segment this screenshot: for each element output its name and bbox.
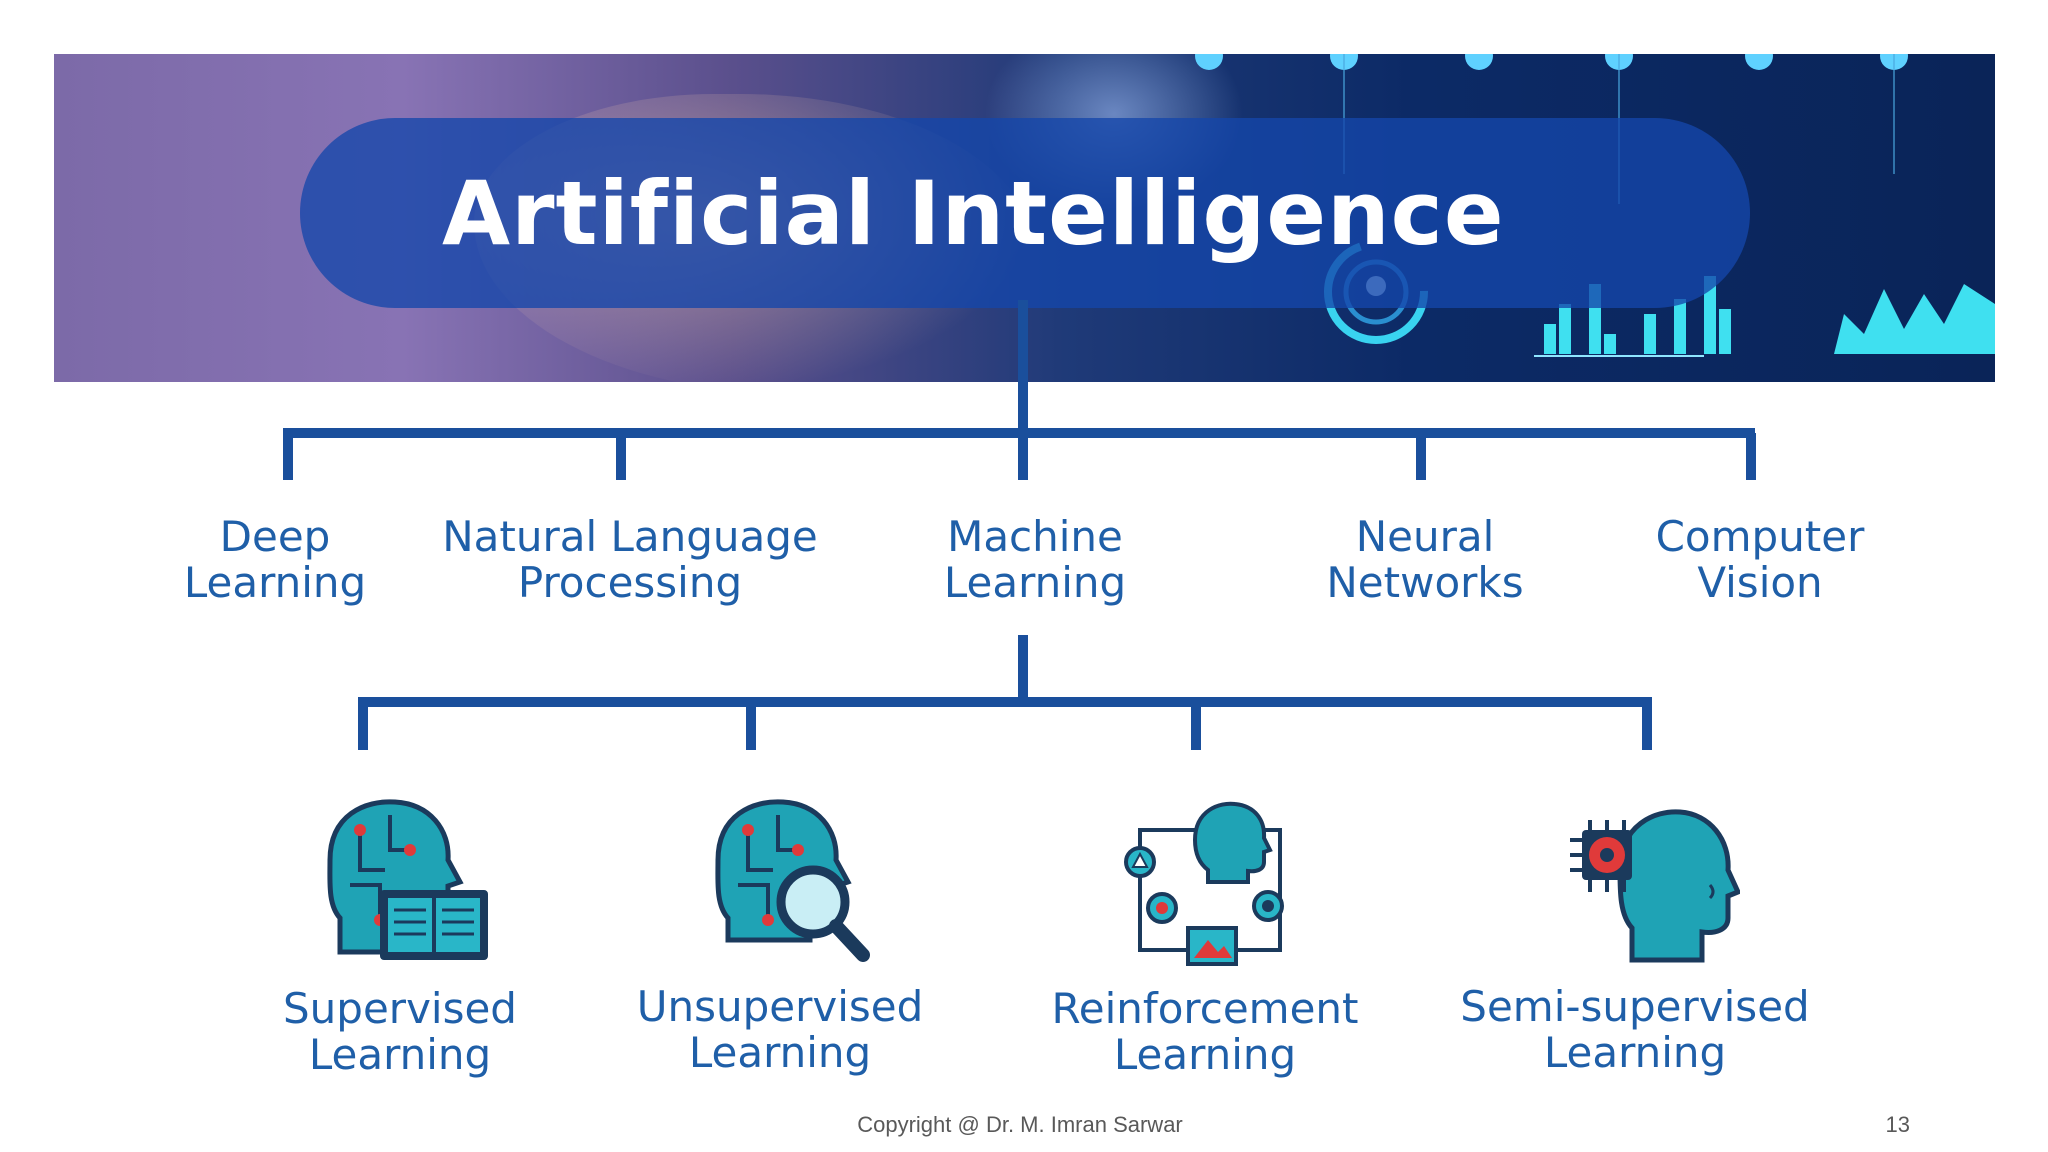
branch-deep-learning: Deep Learning [160, 514, 390, 606]
branch-label-line1: Natural Language [442, 512, 818, 561]
ml-type-label-line1: Reinforcement [1051, 984, 1359, 1033]
tech-decoration [1195, 54, 1995, 357]
branch-machine-learning: Machine Learning [900, 514, 1170, 606]
branch-label-line2: Processing [517, 558, 743, 607]
branch-computer-vision: Computer Vision [1620, 514, 1900, 606]
branch-nlp: Natural Language Processing [410, 514, 850, 606]
branch-label-line2: Learning [183, 558, 367, 607]
head-book-icon [327, 799, 488, 960]
ml-type-label-line2: Learning [1543, 1028, 1727, 1077]
branch-label-line1: Machine [947, 512, 1123, 561]
branch-label-line1: Neural [1355, 512, 1495, 561]
branch-neural-networks: Neural Networks [1300, 514, 1550, 606]
page-number: 13 [1885, 1112, 1910, 1137]
ml-type-label-line2: Learning [688, 1028, 872, 1077]
ml-type-label-line2: Learning [308, 1030, 492, 1079]
branch-label-line1: Deep [219, 512, 331, 561]
title-pill: Artificial Intelligence [300, 118, 1750, 308]
ml-type-label-line1: Semi-supervised [1460, 982, 1810, 1031]
head-chip-icon [1570, 809, 1740, 963]
branch-label-line2: Networks [1326, 558, 1524, 607]
head-cycle-icon [1124, 801, 1284, 966]
ml-type-label-line2: Learning [1113, 1030, 1297, 1079]
branch-label-line2: Learning [943, 558, 1127, 607]
ml-type-reinforcement: Reinforcement Learning [1025, 986, 1385, 1078]
head-magnifier-icon [715, 799, 870, 962]
ml-type-label-line1: Unsupervised [636, 982, 924, 1031]
page-title: Artificial Intelligence [442, 161, 1505, 265]
area-chart-graphic [1834, 284, 1995, 354]
ml-type-semi-supervised: Semi-supervised Learning [1430, 984, 1840, 1076]
copyright-text: Copyright @ Dr. M. Imran Sarwar [857, 1112, 1183, 1137]
branch-label-line2: Vision [1697, 558, 1823, 607]
ml-type-unsupervised: Unsupervised Learning [610, 984, 950, 1076]
branch-label-line1: Computer [1655, 512, 1865, 561]
banner-image: Artificial Intelligence [54, 54, 1995, 382]
ml-type-label-line1: Supervised [283, 984, 517, 1033]
ml-type-supervised: Supervised Learning [250, 986, 550, 1078]
